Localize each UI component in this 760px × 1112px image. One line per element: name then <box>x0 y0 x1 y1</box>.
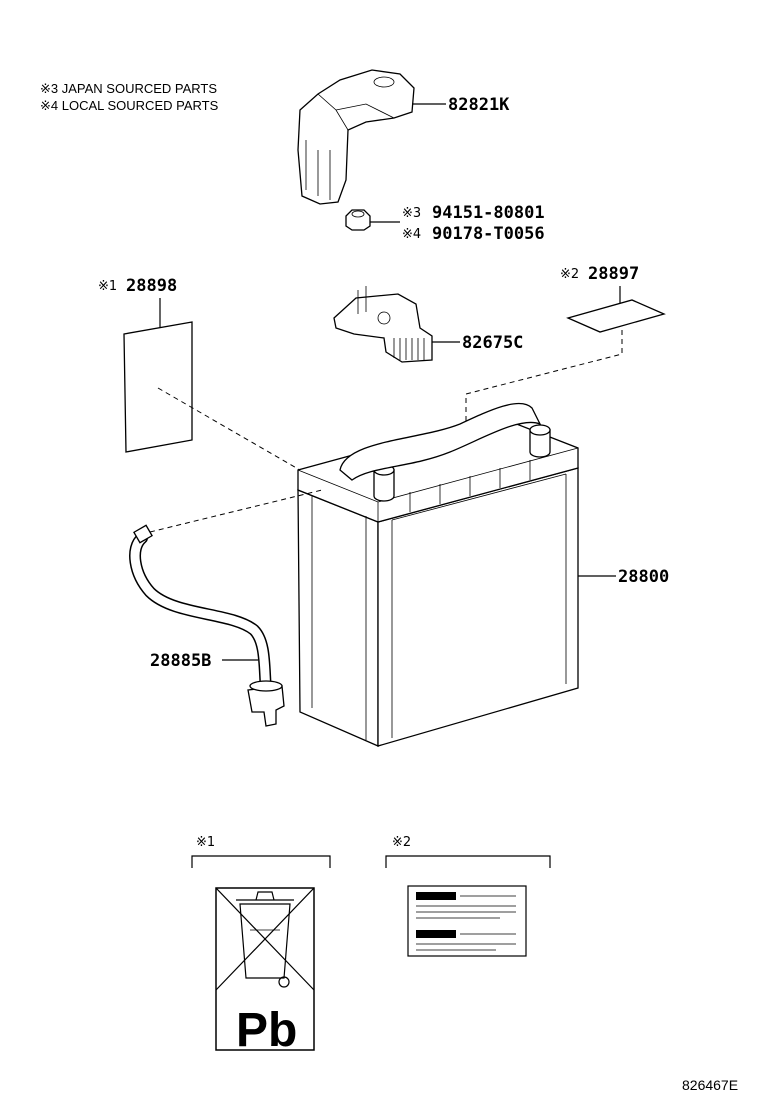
legend: ※3 JAPAN SOURCED PARTS ※4 LOCAL SOURCED … <box>40 80 218 114</box>
vent-hose-drawing[interactable] <box>129 524 285 727</box>
nut-drawing[interactable] <box>345 209 371 231</box>
diagram-reference-number: 826467E <box>682 1077 738 1093</box>
part-number-94151-80801[interactable]: 94151-80801 <box>432 203 545 223</box>
legend-local-sourced: ※4 LOCAL SOURCED PARTS <box>40 98 219 113</box>
warning-label-sheet[interactable] <box>566 299 666 333</box>
detail1-mark: ※1 <box>196 835 215 850</box>
part-number-28897[interactable]: 28897 <box>588 264 639 284</box>
label-warn-mark: ※2 <box>560 267 579 282</box>
trash-bin-icon <box>239 903 291 979</box>
part-number-90178-T0056[interactable]: 90178-T0056 <box>432 224 545 244</box>
legend-japan-sourced: ※3 JAPAN SOURCED PARTS <box>40 81 218 96</box>
part-number-28898[interactable]: 28898 <box>126 276 177 296</box>
part-number-82821K[interactable]: 82821K <box>448 95 510 115</box>
battery-drawing[interactable] <box>297 402 579 747</box>
battery-clamp-drawing[interactable] <box>333 286 433 363</box>
warning-label-detail <box>407 885 527 957</box>
nut-japan-mark: ※3 <box>402 206 421 221</box>
label-pb-mark: ※1 <box>98 279 117 294</box>
pb-recycling-label: Pb <box>215 887 315 1057</box>
nut-local-mark: ※4 <box>402 227 421 242</box>
detail2-mark: ※2 <box>392 835 411 850</box>
terminal-cover-drawing[interactable] <box>297 69 415 205</box>
part-number-82675C[interactable]: 82675C <box>462 333 523 353</box>
pb-symbol: Pb <box>236 1004 297 1057</box>
part-number-28885B[interactable]: 28885B <box>150 651 211 671</box>
pb-label-sheet[interactable] <box>123 321 193 453</box>
part-number-28800[interactable]: 28800 <box>618 567 669 587</box>
